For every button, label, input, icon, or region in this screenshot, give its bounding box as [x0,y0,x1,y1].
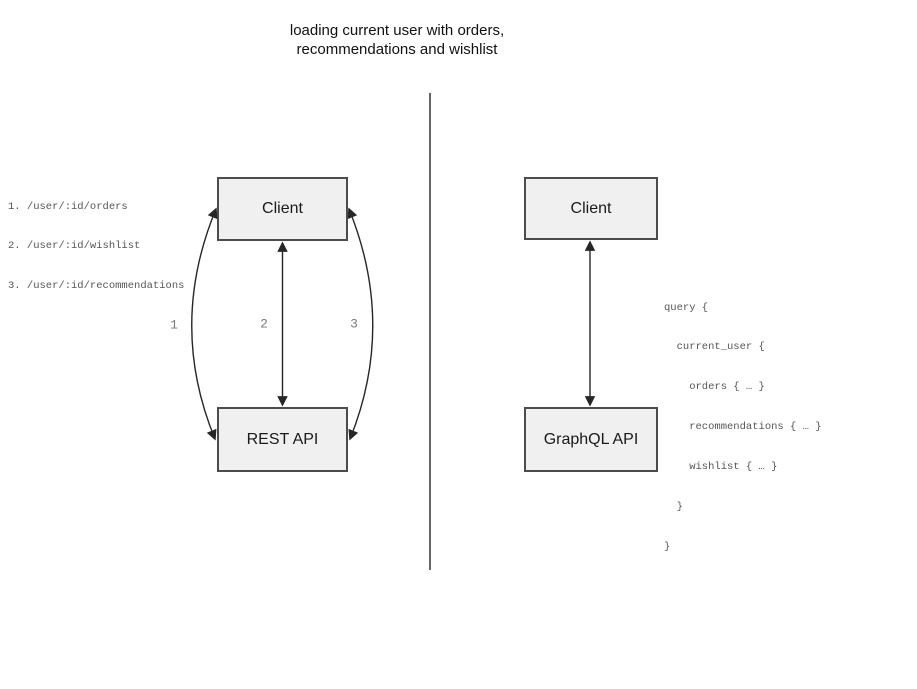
query-line: wishlist { … } [664,461,778,474]
query-line: } [664,501,683,514]
query-line: } [664,540,671,553]
rest-arrow-label-2: 2 [260,316,268,332]
graphql-client-label: Client [570,199,612,217]
diagram-title-line1: loading current user with orders, [289,22,505,39]
graphql-query-snippet: query { current_user { orders { … } reco… [664,275,822,581]
rest-client-label: Client [262,200,303,217]
rest-endpoint-orders: 1. /user/:id/orders [8,200,128,213]
rest-endpoint-recommendations: 3. /user/:id/recommendations [8,280,185,293]
query-line: current_user { [664,341,765,354]
graphql-api-label: GraphQL API [543,430,639,448]
graphql-client-box: Client [524,177,658,240]
graphql-api-box: GraphQL API [524,407,658,472]
query-line: orders { … } [664,381,765,394]
diagram-title-line2: recommendations and wishlist [296,41,498,58]
rest-endpoint-wishlist: 2. /user/:id/wishlist [8,240,141,253]
rest-arrow-1-orders [191,207,218,441]
rest-endpoints-list: 1. /user/:id/orders 2. /user/:id/wishlis… [8,174,184,320]
rest-client-box: Client [217,177,348,241]
diagram-title: loading current user with orders, recomm… [290,21,504,59]
rest-arrow-label-3: 3 [350,316,358,332]
rest-api-box: REST API [217,407,348,472]
query-line: query { [664,301,709,314]
rest-arrow-label-1: 1 [170,317,178,333]
panel-divider-line [429,93,431,570]
rest-api-label: REST API [246,430,319,448]
query-line: recommendations { … } [664,421,822,434]
